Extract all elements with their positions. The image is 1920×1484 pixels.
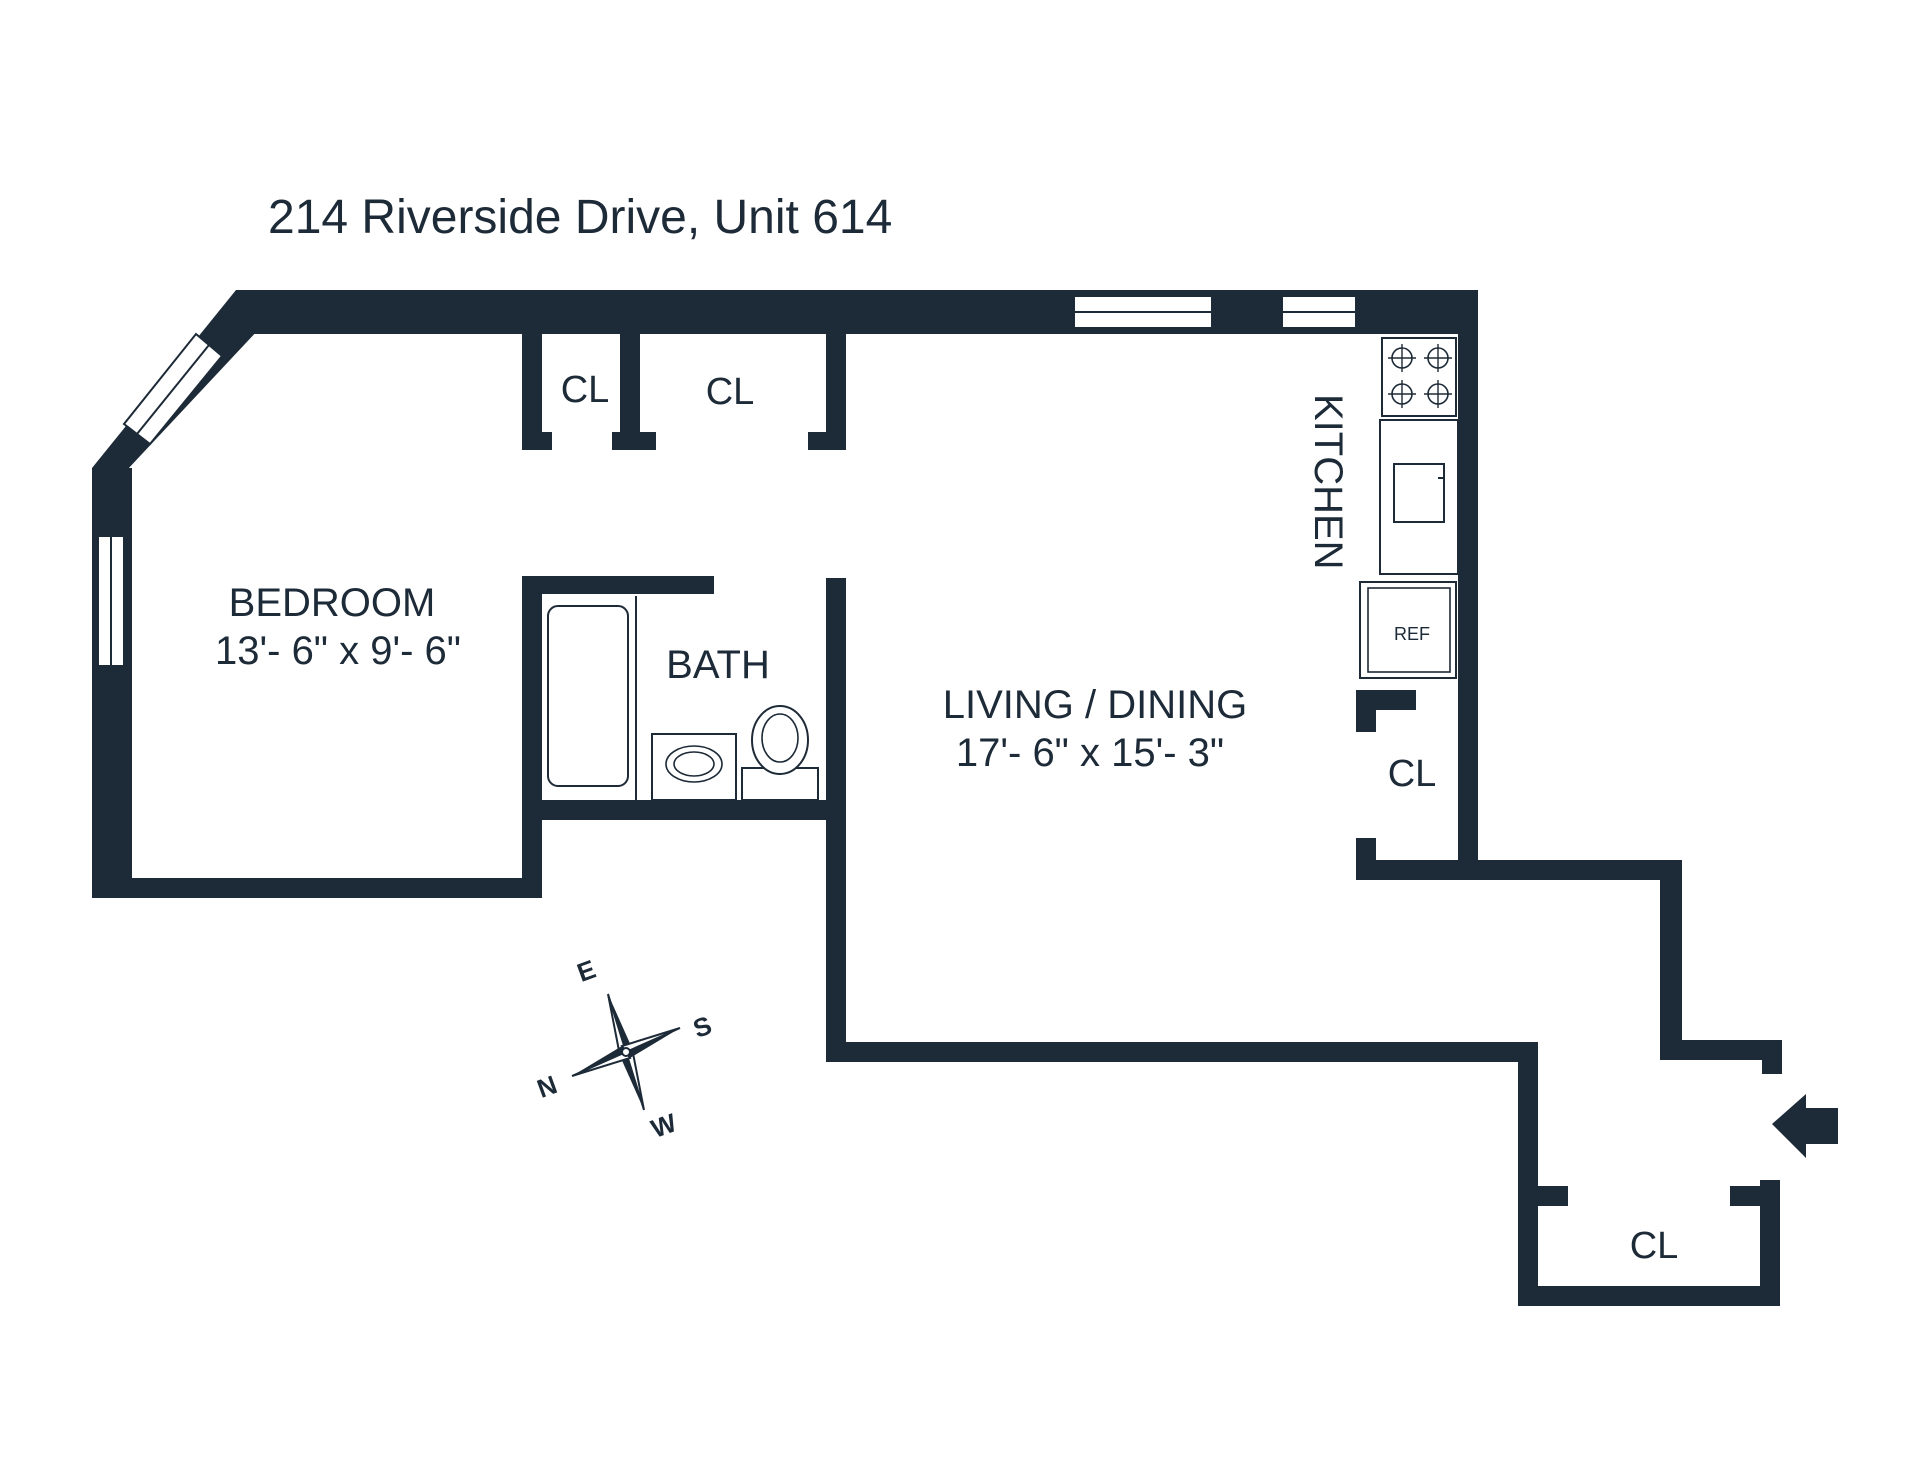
bath-label: BATH xyxy=(666,643,770,687)
refrigerator-icon xyxy=(1359,581,1457,679)
sink-icon xyxy=(1393,463,1445,523)
bathtub-icon xyxy=(547,605,629,787)
plan-title: 214 Riverside Drive, Unit 614 xyxy=(268,191,892,244)
compass-east-letter: E xyxy=(573,954,600,988)
closet-label: CL xyxy=(561,369,610,411)
compass-icon: E S N W xyxy=(533,954,716,1144)
closet-label: CL xyxy=(1388,753,1437,795)
closet-label: CL xyxy=(706,371,755,413)
toilet-icon xyxy=(751,705,809,775)
walls xyxy=(92,290,1782,1306)
compass-west-letter: W xyxy=(647,1107,681,1144)
compass-south-letter: S xyxy=(689,1010,716,1044)
burner-icon xyxy=(1388,344,1452,408)
fridge-label: REF xyxy=(1394,624,1430,644)
living-dining-label: LIVING / DINING xyxy=(943,683,1248,727)
closet-label: CL xyxy=(1630,1225,1679,1267)
bedroom-label: BEDROOM xyxy=(229,581,436,625)
kitchen-fixtures: REF xyxy=(1359,337,1459,679)
windows xyxy=(97,295,1357,667)
entry-arrow-icon xyxy=(1772,1094,1838,1158)
bedroom-dimensions: 13'- 6" x 9'- 6" xyxy=(215,629,461,673)
sink-icon xyxy=(651,733,737,801)
kitchen-label: KITCHEN xyxy=(1306,394,1350,570)
bath-fixtures xyxy=(547,596,819,801)
living-dining-dimensions: 17'- 6" x 15'- 3" xyxy=(956,731,1224,775)
compass-north-letter: N xyxy=(533,1069,561,1104)
